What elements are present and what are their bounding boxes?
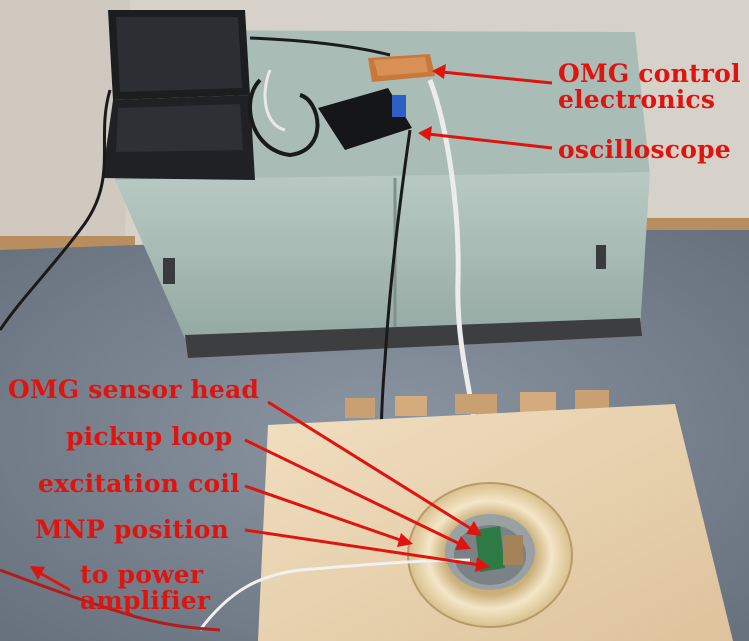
cable-twisted [198, 558, 471, 631]
arrow-power-amp [37, 570, 71, 592]
label-mnp-position: MNP position [35, 515, 230, 544]
cable-white-1 [263, 69, 286, 132]
label-pickup-loop: pickup loop [66, 422, 233, 451]
arrow-sensor-head [267, 400, 474, 532]
cabinet-plinth [185, 318, 642, 358]
cabinet-handle-left [163, 258, 175, 284]
annotation-arrows [30, 64, 553, 592]
cable-red [0, 568, 221, 632]
wooden-blocks [345, 390, 609, 418]
label-to-power-line2: amplifier [80, 586, 211, 615]
sample-holder [503, 535, 523, 565]
label-oscilloscope: oscilloscope [558, 135, 731, 164]
label-omg-control-line1: OMG control [558, 59, 741, 88]
arrow-excitation-coil [244, 484, 404, 543]
wall-shadow [0, 0, 130, 240]
label-to-power-line1: to power [80, 560, 204, 589]
laptop-screen-glass [116, 17, 242, 92]
label-omg-control-line2: electronics [558, 85, 716, 114]
control-electronics-lid [374, 57, 428, 76]
arrow-pickup-loop [244, 438, 463, 547]
arrow-oscilloscope [427, 132, 553, 150]
baseboard-right [645, 218, 749, 232]
arrow-omg-control [441, 70, 553, 85]
cabinet-handle-right [596, 245, 606, 269]
cable-black-1 [248, 78, 320, 158]
laptop-keyboard [116, 104, 243, 152]
oscilloscope-body [318, 88, 412, 150]
sensor-head-green [475, 526, 505, 572]
oscilloscope-ports [392, 95, 406, 117]
label-omg-sensor-head: OMG sensor head [8, 375, 260, 404]
label-excitation-coil: excitation coil [38, 469, 240, 498]
cable-left [0, 89, 112, 331]
cabinet-front [115, 172, 650, 350]
cable-top [249, 36, 391, 57]
arrow-mnp-position [244, 528, 481, 567]
